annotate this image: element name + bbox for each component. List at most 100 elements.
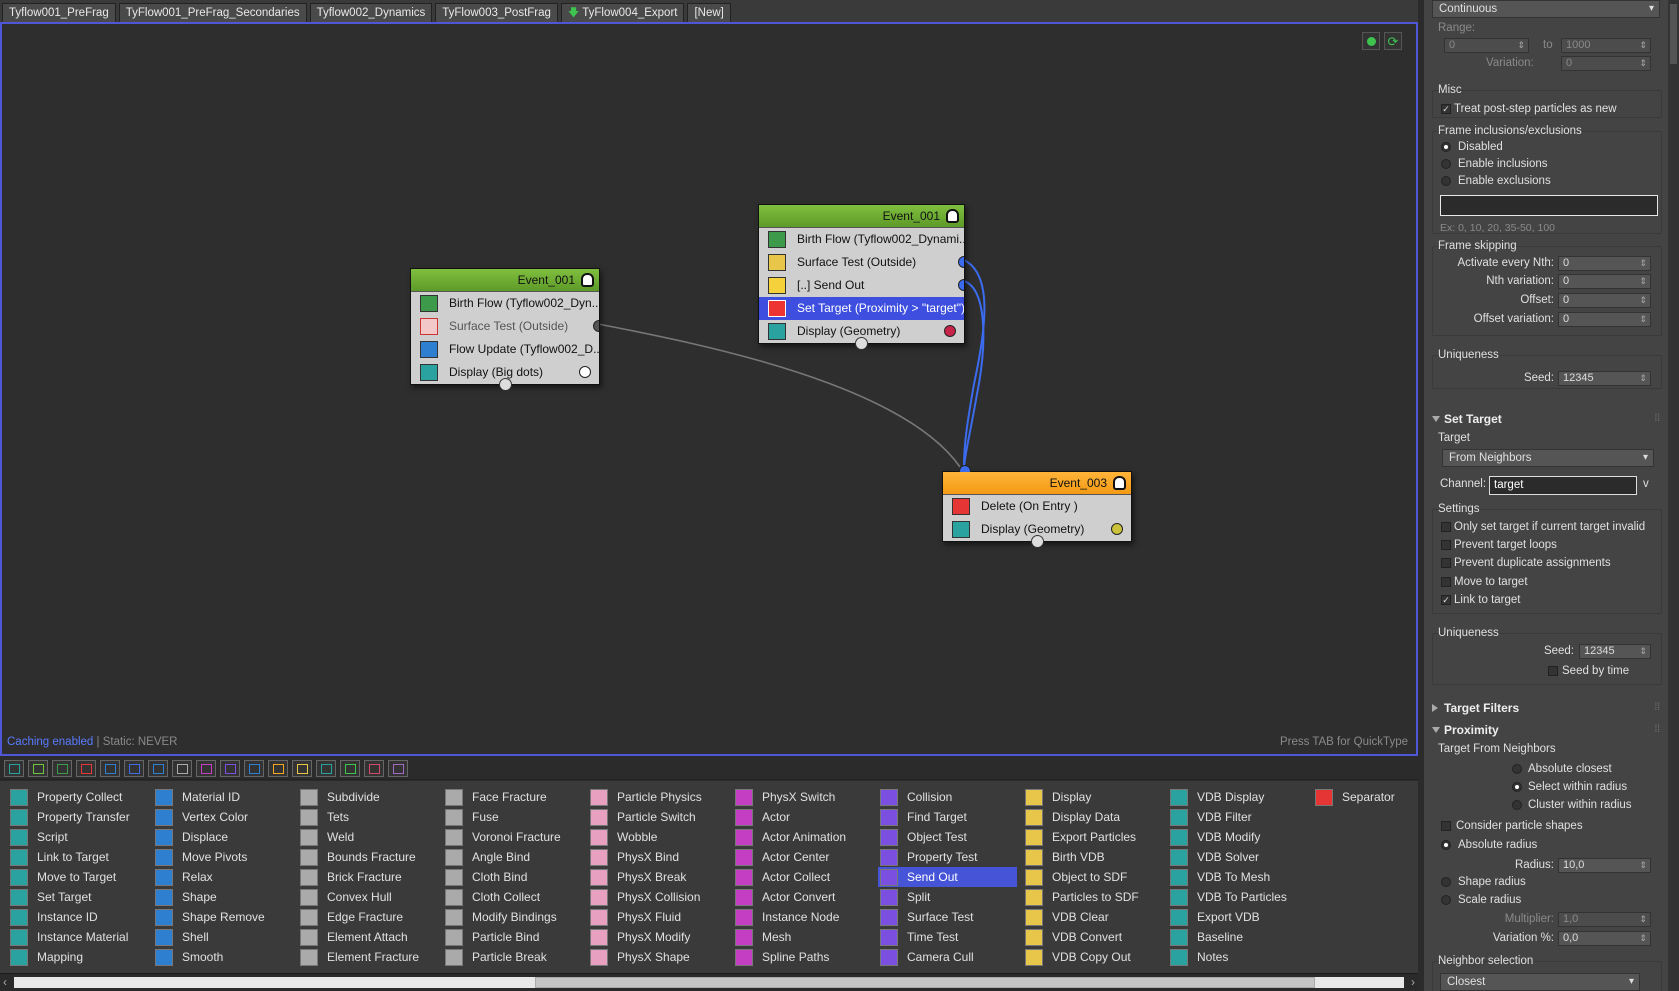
operator-particle-bind[interactable]: Particle Bind	[443, 927, 582, 947]
display-color-swatch[interactable]	[579, 366, 591, 378]
prevent-loops-checkbox[interactable]	[1441, 540, 1451, 550]
operator-birth-flow[interactable]: Birth Flow (Tyflow002_Dynami...	[759, 228, 964, 251]
flow-canvas[interactable]: ⟳ Event_001 Birth Flow (Tyflow002_Dyn...…	[0, 22, 1418, 756]
seed2-spinner[interactable]: 12345	[1579, 644, 1651, 659]
operator-physx-shape[interactable]: PhysX Shape	[588, 947, 727, 967]
neighbor-selection-dropdown[interactable]: Closest	[1440, 973, 1640, 991]
operator-material-id[interactable]: Material ID	[153, 787, 292, 807]
operator-send-out[interactable]: Send Out	[878, 867, 1017, 887]
operator-display[interactable]: Display	[1023, 787, 1162, 807]
category-toggle-17[interactable]	[388, 760, 408, 777]
scale-radius-radio[interactable]	[1441, 895, 1451, 905]
absolute-radius-radio[interactable]	[1441, 840, 1451, 850]
tab-tyflow003-postfrag[interactable]: TyFlow003_PostFrag	[435, 3, 558, 22]
operator-face-fracture[interactable]: Face Fracture	[443, 787, 582, 807]
operator-display[interactable]: Display (Geometry)	[943, 518, 1131, 541]
scroll-thumb[interactable]	[1670, 4, 1677, 64]
operator-link-to-target[interactable]: Link to Target	[8, 847, 147, 867]
category-toggle-12[interactable]	[268, 760, 288, 777]
operator-vdb-copy-out[interactable]: VDB Copy Out	[1023, 947, 1162, 967]
operator-send-out[interactable]: [..] Send Out	[759, 274, 964, 297]
operator-smooth[interactable]: Smooth	[153, 947, 292, 967]
scroll-right-icon[interactable]: ›	[1411, 975, 1415, 989]
category-toggle-5[interactable]	[100, 760, 120, 777]
range-to-spinner[interactable]: 1000	[1561, 38, 1651, 53]
operator-displace[interactable]: Displace	[153, 827, 292, 847]
output-port[interactable]	[958, 256, 964, 268]
operator-actor-convert[interactable]: Actor Convert	[733, 887, 872, 907]
category-toggle-16[interactable]	[364, 760, 384, 777]
category-toggle-15[interactable]	[340, 760, 360, 777]
operator-element-attach[interactable]: Element Attach	[298, 927, 437, 947]
operator-baseline[interactable]: Baseline	[1168, 927, 1307, 947]
operator-modify-bindings[interactable]: Modify Bindings	[443, 907, 582, 927]
only-set-target-checkbox[interactable]	[1441, 522, 1451, 532]
operator-relax[interactable]: Relax	[153, 867, 292, 887]
absolute-closest-radio[interactable]	[1512, 764, 1522, 774]
operator-delete[interactable]: Delete (On Entry )	[943, 495, 1131, 518]
operator-tets[interactable]: Tets	[298, 807, 437, 827]
fi-disabled-radio[interactable]	[1441, 142, 1451, 152]
operator-particle-physics[interactable]: Particle Physics	[588, 787, 727, 807]
operator-camera-cull[interactable]: Camera Cull	[878, 947, 1017, 967]
operator-physx-modify[interactable]: PhysX Modify	[588, 927, 727, 947]
green-status-icon[interactable]	[1362, 32, 1380, 50]
category-toggle-14[interactable]	[316, 760, 336, 777]
operator-instance-material[interactable]: Instance Material	[8, 927, 147, 947]
operator-vertex-color[interactable]: Vertex Color	[153, 807, 292, 827]
fi-inclusions-radio[interactable]	[1441, 159, 1451, 169]
operator-property-test[interactable]: Property Test	[878, 847, 1017, 867]
operator-vdb-display[interactable]: VDB Display	[1168, 787, 1307, 807]
operator-export-vdb[interactable]: Export VDB	[1168, 907, 1307, 927]
operator-wobble[interactable]: Wobble	[588, 827, 727, 847]
operator-physx-switch[interactable]: PhysX Switch	[733, 787, 872, 807]
lightbulb-icon[interactable]	[581, 273, 594, 287]
operator-physx-collision[interactable]: PhysX Collision	[588, 887, 727, 907]
mode-dropdown[interactable]: Continuous	[1432, 0, 1660, 18]
cluster-within-radius-radio[interactable]	[1512, 800, 1522, 810]
operator-cloth-collect[interactable]: Cloth Collect	[443, 887, 582, 907]
operator-subdivide[interactable]: Subdivide	[298, 787, 437, 807]
lightbulb-icon[interactable]	[946, 209, 959, 223]
operator-instance-id[interactable]: Instance ID	[8, 907, 147, 927]
move-to-target-checkbox[interactable]	[1441, 577, 1451, 587]
operator-notes[interactable]: Notes	[1168, 947, 1307, 967]
category-toggle-8[interactable]	[172, 760, 192, 777]
operator-collision[interactable]: Collision	[878, 787, 1017, 807]
operator-display[interactable]: Display (Big dots)	[411, 361, 599, 384]
offset-variation-spinner[interactable]: 0	[1558, 312, 1651, 327]
category-toggle-11[interactable]	[244, 760, 264, 777]
operator-surface-test[interactable]: Surface Test (Outside)	[411, 315, 599, 338]
input-port[interactable]	[855, 337, 868, 350]
operator-particle-break[interactable]: Particle Break	[443, 947, 582, 967]
operator-physx-fluid[interactable]: PhysX Fluid	[588, 907, 727, 927]
prevent-duplicates-checkbox[interactable]	[1441, 558, 1451, 568]
operator-split[interactable]: Split	[878, 887, 1017, 907]
category-toggle-2[interactable]	[28, 760, 48, 777]
display-color-swatch[interactable]	[944, 325, 956, 337]
operator-set-target[interactable]: Set Target	[8, 887, 147, 907]
tab-tyflow001-prefrag-secondaries[interactable]: TyFlow001_PreFrag_Secondaries	[118, 3, 307, 22]
category-toggle-10[interactable]	[220, 760, 240, 777]
operator-object-test[interactable]: Object Test	[878, 827, 1017, 847]
tab-tyflow004-export[interactable]: 🡇TyFlow004_Export	[560, 3, 685, 22]
operator-move-pivots[interactable]: Move Pivots	[153, 847, 292, 867]
event-node-event003[interactable]: Event_003 Delete (On Entry ) Display (Ge…	[942, 465, 1132, 548]
range-from-spinner[interactable]: 0	[1444, 38, 1529, 53]
operator-vdb-convert[interactable]: VDB Convert	[1023, 927, 1162, 947]
frame-list-input[interactable]	[1440, 195, 1658, 216]
offset-spinner[interactable]: 0	[1558, 293, 1651, 308]
tab-new[interactable]: [New]	[687, 3, 731, 22]
operator-angle-bind[interactable]: Angle Bind	[443, 847, 582, 867]
operator-physx-bind[interactable]: PhysX Bind	[588, 847, 727, 867]
activate-nth-spinner[interactable]: 0	[1558, 256, 1651, 271]
operator-weld[interactable]: Weld	[298, 827, 437, 847]
operator-surface-test[interactable]: Surface Test	[878, 907, 1017, 927]
operator-vdb-clear[interactable]: VDB Clear	[1023, 907, 1162, 927]
operator-flow-update[interactable]: Flow Update (Tyflow002_D...	[411, 338, 599, 361]
fi-exclusions-radio[interactable]	[1441, 176, 1451, 186]
scroll-thumb[interactable]	[535, 977, 1315, 988]
operator-property-transfer[interactable]: Property Transfer	[8, 807, 147, 827]
operator-convex-hull[interactable]: Convex Hull	[298, 887, 437, 907]
operator-actor[interactable]: Actor	[733, 807, 872, 827]
